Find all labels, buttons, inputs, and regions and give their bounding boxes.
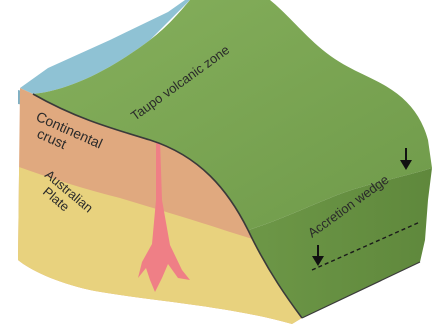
block-diagram: Taupo volcanic zone Continental crust Au… <box>0 0 436 329</box>
